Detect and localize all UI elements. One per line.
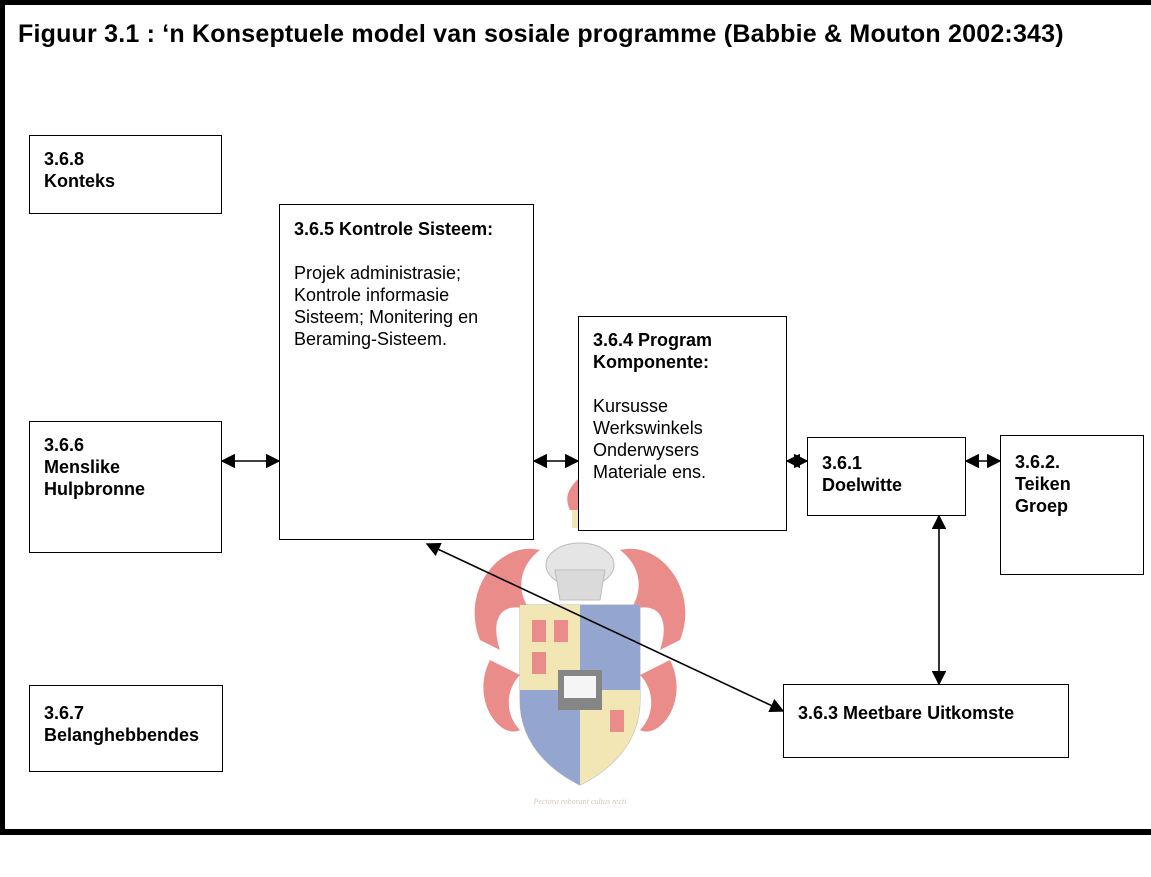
belanghebbendes-label: 3.6.7 Belanghebbendes <box>44 703 200 745</box>
box-doelwitte: 3.6.1 Doelwitte <box>807 437 966 516</box>
kontrole-heading: 3.6.5 Kontrole Sisteem: <box>294 219 494 239</box>
menslike-label: 3.6.6 Menslike Hulpbronne <box>44 435 145 499</box>
teiken-label: 3.6.2. Teiken Groep <box>1015 452 1071 516</box>
meetbare-label: 3.6.3 Meetbare Uitkomste <box>798 703 1015 723</box>
box-meetbare-uitkomste: 3.6.3 Meetbare Uitkomste <box>783 684 1069 758</box>
box-belanghebbendes: 3.6.7 Belanghebbendes <box>29 685 223 772</box>
konteks-label: 3.6.8 Konteks <box>44 149 116 191</box>
kontrole-body: Projek administrasie; Kontrole informasi… <box>294 263 479 349</box>
box-konteks: 3.6.8 Konteks <box>29 135 222 214</box>
box-program-komponente: 3.6.4 Program Komponente: Kursusse Werks… <box>578 316 787 531</box>
frame-border-bottom <box>0 829 1151 835</box>
doelwitte-label: 3.6.1 Doelwitte <box>822 453 903 495</box>
figure-title: Figuur 3.1 : ‘n Konseptuele model van so… <box>18 20 1064 48</box>
frame-border-top <box>0 0 1151 5</box>
box-menslike-hulpbronne: 3.6.6 Menslike Hulpbronne <box>29 421 222 553</box>
frame-border-left <box>0 0 5 835</box>
program-body: Kursusse Werkswinkels Onderwysers Materi… <box>593 396 707 482</box>
arrow-kontrole-meetbare <box>425 542 785 713</box>
crest-motto: Pectora roborant cultus recti <box>533 797 627 806</box>
box-teiken-groep: 3.6.2. Teiken Groep <box>1000 435 1144 575</box>
program-heading: 3.6.4 Program Komponente: <box>593 330 713 372</box>
box-kontrole-sisteem: 3.6.5 Kontrole Sisteem: Projek administr… <box>279 204 534 540</box>
